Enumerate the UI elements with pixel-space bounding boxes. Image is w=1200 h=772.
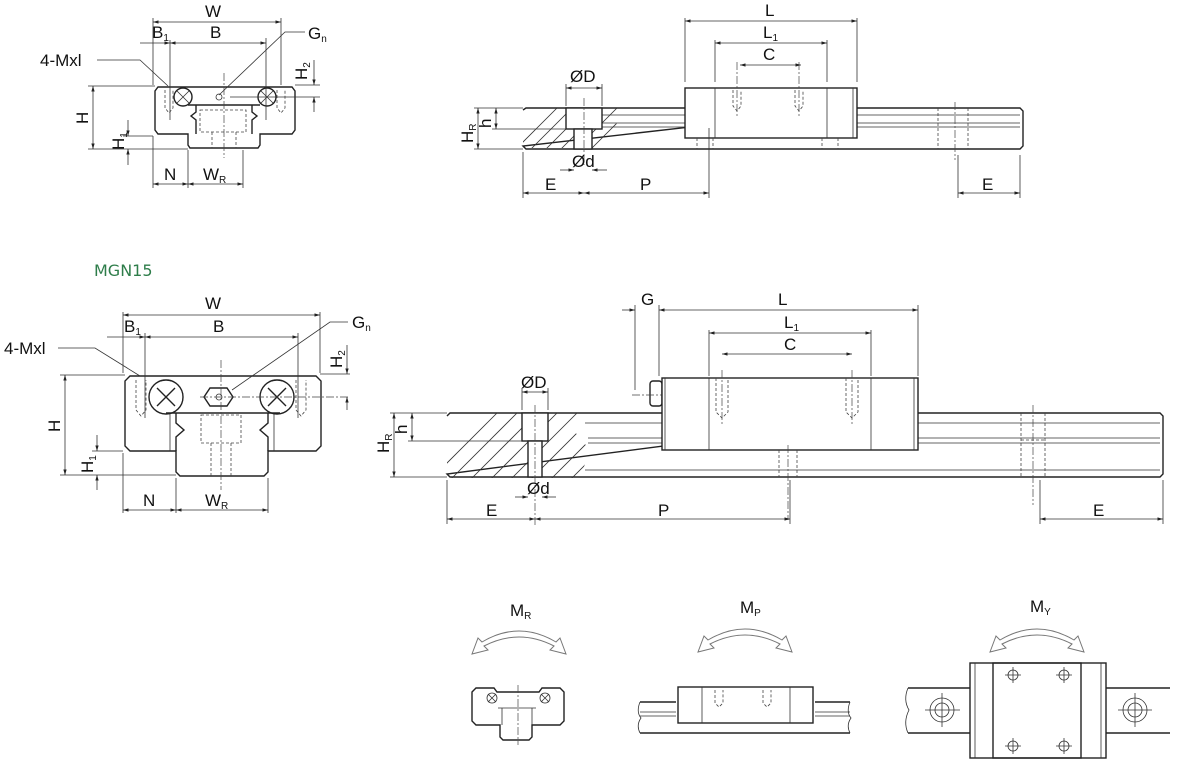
grease-nipple-side bbox=[649, 380, 663, 407]
dim-4-Mxl: 4-Mxl bbox=[4, 339, 46, 358]
grease-nipple bbox=[215, 93, 223, 101]
dim-H: H bbox=[45, 420, 64, 432]
dim-h: h bbox=[392, 425, 411, 434]
dim-N: N bbox=[143, 491, 155, 510]
dim-h: h bbox=[476, 119, 495, 128]
dim-H: H bbox=[73, 112, 92, 124]
dim-W: W bbox=[205, 2, 221, 21]
dim-WR: WR bbox=[203, 165, 226, 186]
moment-label-MP: MP bbox=[740, 598, 761, 619]
dim-D: ØD bbox=[521, 373, 547, 392]
dim-E-right: E bbox=[1093, 501, 1104, 520]
dim-L1: L1 bbox=[784, 313, 799, 334]
dim-B1: B1 bbox=[124, 317, 141, 338]
yaw-carriage bbox=[969, 662, 1107, 759]
dim-P: P bbox=[640, 175, 651, 194]
roll-moment-icon bbox=[471, 630, 567, 655]
dim-N: N bbox=[164, 165, 176, 184]
pitch-carriage bbox=[677, 686, 814, 724]
dim-Gn: Gn bbox=[308, 24, 327, 45]
carriage-outline bbox=[124, 375, 322, 477]
ball-left bbox=[173, 87, 193, 107]
yaw-rail bbox=[908, 687, 1170, 734]
carriage-side bbox=[661, 377, 919, 451]
ball-left bbox=[148, 379, 184, 415]
dim-L1: L1 bbox=[763, 23, 778, 44]
dim-B1: B1 bbox=[152, 23, 169, 44]
mgn15-side-view: G L L1 C ØD Ød h HR E P E bbox=[374, 290, 1164, 525]
moment-label-MR: MR bbox=[510, 601, 531, 622]
mgn15-end-view: W B1 B Gn 4-Mxl H2 H H1 N WR bbox=[4, 294, 371, 513]
model-label: MGN15 bbox=[94, 261, 153, 280]
dim-4-Mxl: 4-Mxl bbox=[40, 51, 82, 70]
dim-L: L bbox=[765, 1, 774, 20]
dim-E-left: E bbox=[486, 501, 497, 520]
rail-outline bbox=[521, 107, 1024, 150]
dim-HR: HR bbox=[458, 123, 479, 143]
moment-yaw: MY bbox=[905, 597, 1170, 759]
dim-H1: H1 bbox=[109, 132, 130, 150]
pitch-rail bbox=[640, 701, 850, 734]
dim-H2: H2 bbox=[292, 62, 313, 80]
rail-profile bbox=[166, 412, 280, 451]
carriage-outline bbox=[154, 86, 296, 149]
dim-B: B bbox=[213, 317, 224, 336]
carriage-side bbox=[684, 87, 858, 139]
moment-label-MY: MY bbox=[1030, 597, 1051, 618]
dim-H1: H1 bbox=[78, 455, 99, 473]
dim-Gn: Gn bbox=[352, 313, 371, 334]
dim-H2: H2 bbox=[327, 350, 348, 368]
dim-d: Ød bbox=[527, 479, 550, 498]
dim-C: C bbox=[763, 45, 775, 64]
rail-bolt-hole bbox=[200, 414, 242, 444]
pitch-moment-icon bbox=[697, 628, 793, 653]
rail-bolt-hole bbox=[199, 109, 247, 133]
dim-d: Ød bbox=[572, 152, 595, 171]
dim-E-left: E bbox=[545, 175, 556, 194]
yaw-moment-icon bbox=[989, 628, 1085, 653]
moment-roll: MR bbox=[471, 601, 567, 745]
rail-outline bbox=[445, 412, 1164, 478]
dim-WR: WR bbox=[205, 491, 228, 512]
dim-L: L bbox=[778, 290, 787, 309]
dim-E-right: E bbox=[982, 175, 993, 194]
dim-C: C bbox=[784, 335, 796, 354]
dim-P: P bbox=[658, 501, 669, 520]
roll-carriage-outline bbox=[471, 687, 565, 741]
dim-W: W bbox=[205, 294, 221, 313]
mgn12-end-view: W B1 B Gn 4-Mxl H2 H H1 N WR bbox=[40, 2, 327, 188]
dim-D: ØD bbox=[570, 67, 596, 86]
dim-B: B bbox=[210, 23, 221, 42]
dim-G: G bbox=[641, 290, 654, 309]
mgn12-side-view: L L1 C ØD Ød h HR E P E bbox=[458, 1, 1024, 198]
moment-pitch: MP bbox=[637, 598, 852, 734]
dim-HR: HR bbox=[374, 433, 395, 453]
